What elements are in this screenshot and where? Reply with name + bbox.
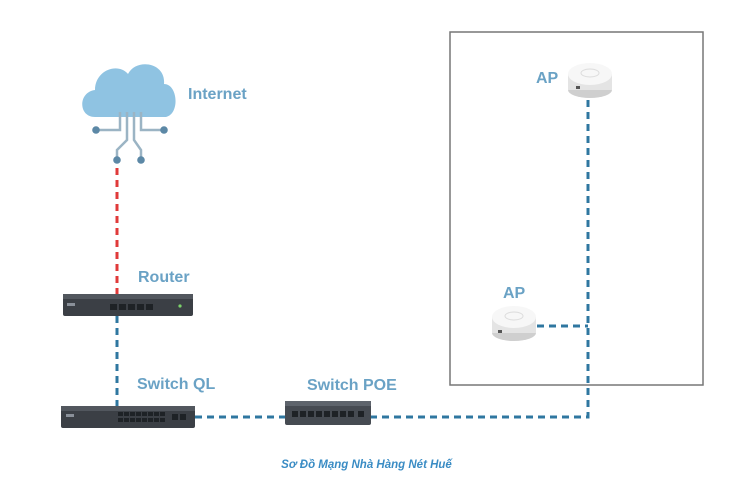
access-point-bottom-icon — [492, 306, 536, 341]
router-device-icon — [63, 294, 193, 316]
room-frame — [449, 31, 704, 386]
switch-poe-device-icon — [285, 401, 371, 425]
access-point-top-icon — [568, 63, 612, 98]
ap-top-label: AP — [536, 70, 559, 87]
switch-poe-label: Switch POE — [307, 377, 397, 394]
cloud-icon — [82, 64, 176, 164]
switch-ql-label: Switch QL — [137, 376, 216, 393]
switch-ql-device-icon — [61, 406, 195, 428]
ap-bottom-label: AP — [503, 285, 526, 302]
internet-label: Internet — [188, 86, 247, 103]
router-label: Router — [138, 269, 190, 286]
links — [115, 90, 590, 419]
diagram-caption: Sơ Đồ Mạng Nhà Hàng Nét Huế — [281, 459, 452, 471]
link-switch-poe-ap-top — [370, 90, 590, 419]
